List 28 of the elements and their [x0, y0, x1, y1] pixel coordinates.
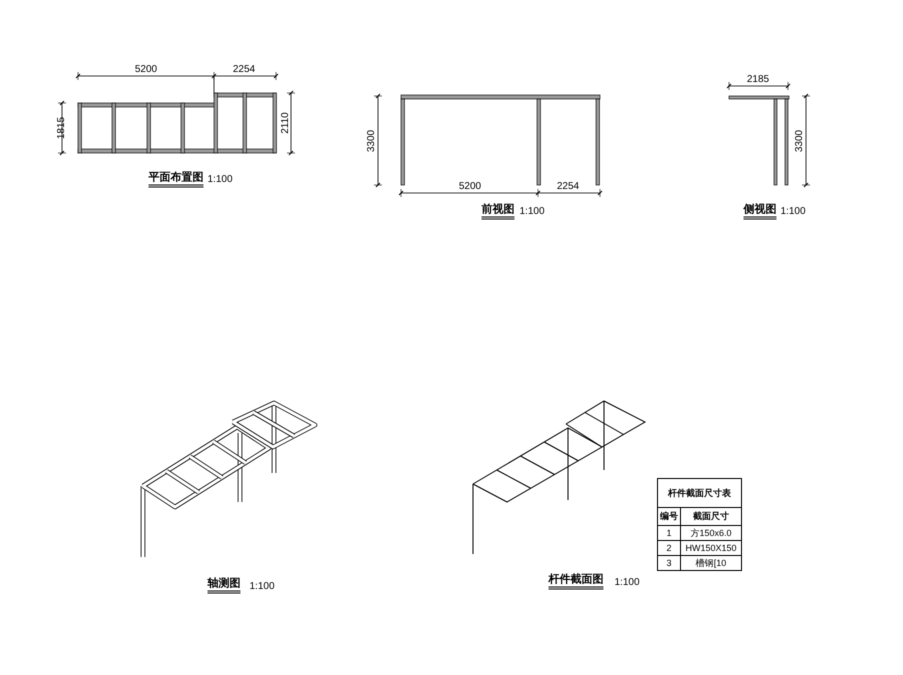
dimension-text: 2254	[556, 182, 580, 192]
view-title: 平面布置图	[148, 172, 204, 188]
view-title: 轴测图	[208, 578, 240, 594]
table-cell: 1	[658, 526, 680, 540]
table-cell: 槽钢[10	[680, 556, 742, 570]
dimension-text: 1815	[57, 116, 67, 140]
table-cell: 方150x6.0	[680, 526, 742, 540]
dimension-text: 3300	[795, 130, 805, 152]
dimension-text: 5200	[134, 65, 158, 75]
view-title: 侧视图	[744, 204, 776, 220]
table-cell: 2	[658, 540, 680, 556]
view-title: 杆件截面图	[548, 574, 604, 590]
scale-text: 1:100	[780, 207, 806, 217]
dimension-text: 3300	[367, 130, 377, 152]
scale-text: 1:100	[519, 207, 545, 217]
dimension-text: 2254	[232, 65, 256, 75]
scale-text: 1:100	[614, 578, 640, 588]
table-header: 编号	[658, 508, 680, 526]
view-title: 前视图	[482, 204, 514, 220]
dimension-text: 2185	[746, 75, 770, 85]
table-header: 截面尺寸	[680, 508, 742, 526]
table-cell: HW150X150	[680, 540, 742, 556]
table-cell: 3	[658, 556, 680, 570]
scale-text: 1:100	[249, 582, 275, 592]
dimension-text: 2110	[281, 112, 291, 134]
table-title: 杆件截面尺寸表	[658, 478, 742, 508]
scale-text: 1:100	[207, 175, 233, 185]
dimension-text: 5200	[458, 182, 482, 192]
